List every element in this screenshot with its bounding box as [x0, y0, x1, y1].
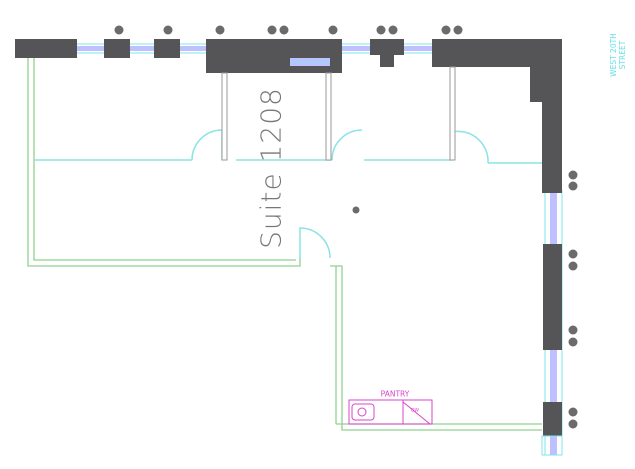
- column-markers: [114, 25, 578, 429]
- office-door-3: [451, 130, 489, 164]
- north-core-wall: [206, 39, 342, 73]
- suite-label: Suite 1208: [254, 87, 288, 249]
- office-dividers: [221, 66, 456, 161]
- sink: [351, 403, 375, 421]
- pantry-label: PANTRY: [380, 389, 410, 399]
- office-door-2: [331, 129, 363, 161]
- floor-drain: [352, 206, 360, 214]
- street-label: WEST 20TH STREET: [609, 33, 627, 77]
- entry-door: [299, 227, 331, 259]
- pantry-counter: [348, 399, 433, 425]
- column-stub: [380, 55, 394, 67]
- east-wall: [542, 90, 562, 193]
- north-pier: [15, 39, 77, 58]
- street-label-line2: STREET: [618, 40, 627, 70]
- dishwasher-mark: [402, 401, 431, 425]
- interior-partitions: [35, 159, 542, 164]
- east-pier: [543, 402, 562, 436]
- east-pier: [543, 244, 562, 350]
- structural-walls: [15, 39, 562, 436]
- east-bottom-door: [541, 435, 563, 456]
- north-pier: [154, 39, 180, 58]
- office-door-1: [191, 129, 223, 161]
- suite-boundary: [27, 58, 542, 431]
- doors: [191, 129, 489, 259]
- north-pier: [370, 39, 404, 55]
- core-window: [290, 58, 330, 66]
- street-label-line1: WEST 20TH: [609, 33, 618, 77]
- pantry-counter-outline: [348, 399, 433, 425]
- dishwasher-label: DW: [411, 408, 419, 414]
- north-pier: [104, 39, 130, 58]
